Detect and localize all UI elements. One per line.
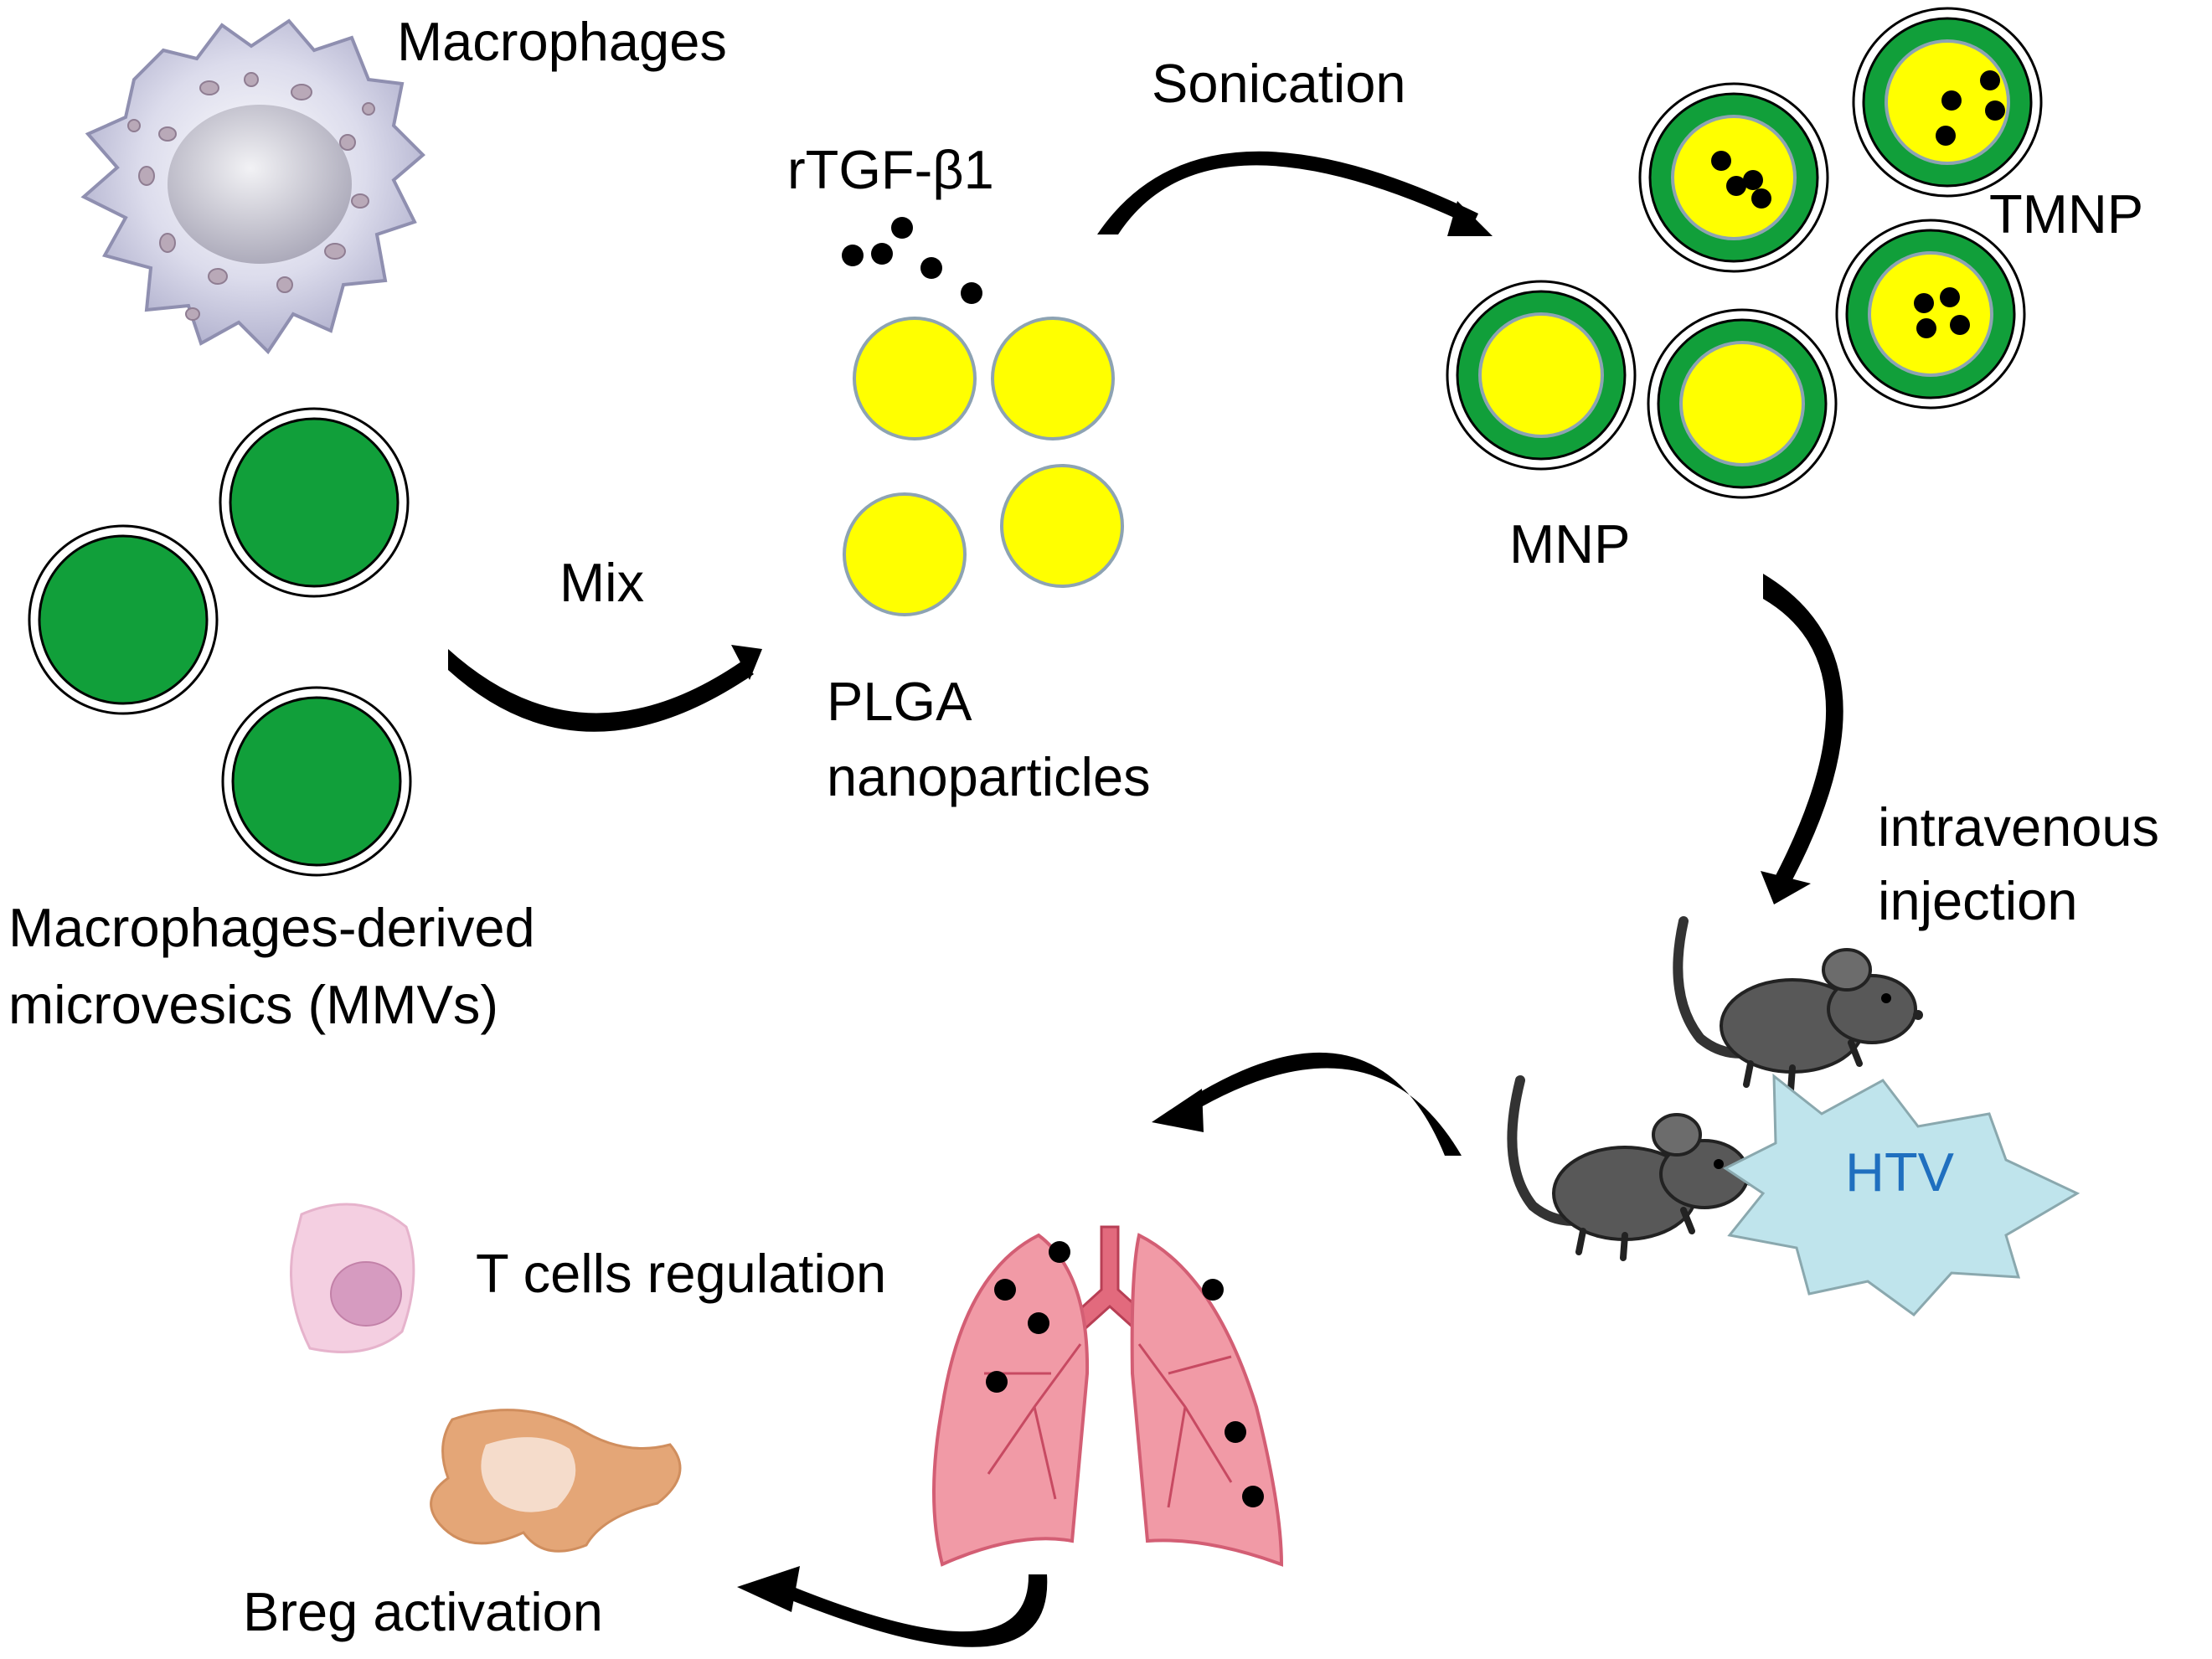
mmv-vesicle bbox=[221, 686, 412, 877]
plga-particle bbox=[853, 317, 977, 441]
injection-label-line1: intravenous bbox=[1878, 796, 2159, 858]
sonication-label: Sonication bbox=[1152, 53, 1406, 114]
breg-arrow bbox=[737, 1566, 1048, 1647]
mix-arrow bbox=[448, 645, 762, 732]
mnp-particle bbox=[1647, 308, 1838, 499]
mouse-icon bbox=[1673, 916, 1923, 1094]
return-arrow bbox=[1152, 1052, 1462, 1156]
plga-nanoparticles bbox=[843, 317, 1124, 616]
rtgf-label: rTGF-β1 bbox=[787, 139, 994, 200]
tmnp-particle bbox=[1835, 219, 2026, 410]
plga-particle bbox=[843, 492, 967, 616]
macrophage-cell-icon bbox=[80, 18, 425, 355]
mouse-icon bbox=[1507, 1075, 1756, 1261]
mmv-vesicles bbox=[28, 407, 412, 877]
breg-label: Breg activation bbox=[243, 1581, 603, 1642]
mmv-vesicle bbox=[28, 524, 219, 715]
plga-label-line1: PLGA bbox=[827, 671, 972, 732]
tmnp-label: TMNP bbox=[1989, 183, 2143, 245]
injection-label-line2: injection bbox=[1878, 870, 2077, 931]
mmv-vesicle bbox=[219, 407, 410, 598]
mnp-particle bbox=[1446, 280, 1637, 471]
injection-arrow bbox=[1761, 574, 1843, 904]
t-cell-icon bbox=[290, 1203, 415, 1353]
tmnp-particles bbox=[1638, 7, 2043, 410]
macrophages-label: Macrophages bbox=[397, 11, 727, 72]
mmvs-label-line2: microvesics (MMVs) bbox=[8, 974, 498, 1035]
star-badge-icon bbox=[1723, 1073, 2081, 1317]
rtgf-beta1-particles bbox=[842, 217, 982, 304]
plga-label-line2: nanoparticles bbox=[827, 746, 1151, 807]
mmvs-label-line1: Macrophages-derived bbox=[8, 897, 535, 958]
plga-particle bbox=[1000, 464, 1124, 588]
lungs-icon bbox=[932, 1225, 1284, 1567]
sonication-arrow bbox=[1097, 151, 1493, 236]
tmnp-particle bbox=[1852, 7, 2043, 198]
mix-label: Mix bbox=[559, 552, 644, 613]
nucleus bbox=[168, 105, 352, 264]
tmnp-lung-deposits bbox=[986, 1241, 1264, 1507]
htv-badge: HTV bbox=[1723, 1073, 2081, 1317]
t-cells-label: T cells regulation bbox=[476, 1243, 886, 1304]
mnp-particles bbox=[1446, 280, 1838, 499]
mnp-label: MNP bbox=[1509, 513, 1630, 574]
tmnp-particle bbox=[1638, 82, 1829, 273]
b-cell-icon bbox=[430, 1409, 682, 1553]
htv-label: HTV bbox=[1845, 1141, 1955, 1203]
plga-particle bbox=[991, 317, 1115, 441]
